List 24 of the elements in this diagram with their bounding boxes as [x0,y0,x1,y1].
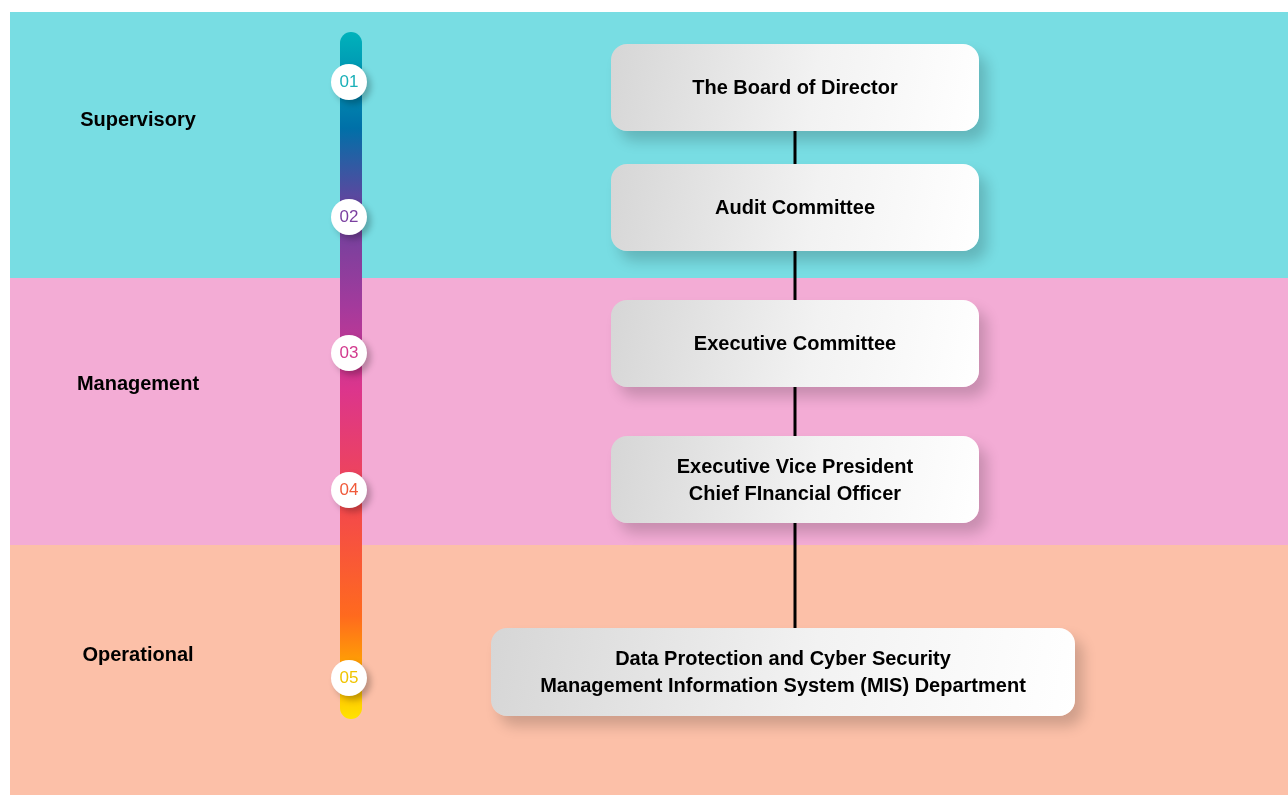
org-box: Audit Committee [611,164,979,251]
tier-band [10,12,1288,278]
org-box: Executive Committee [611,300,979,387]
tier-band [10,278,1288,545]
step-number: 05 [331,660,367,696]
box-text-line: Data Protection and Cyber Security [615,646,951,671]
tier-label: Operational [81,643,195,666]
step-number: 02 [331,199,367,235]
org-box [611,436,979,523]
box-text-line: Management Information System (MIS) Department [540,673,1026,698]
tier-label: Supervisory [79,108,197,131]
step-number: 03 [331,335,367,371]
connector-line [793,387,797,436]
connector-line [793,131,797,164]
box-text-line: Executive Vice President [676,453,914,479]
connector-line [793,523,797,628]
box-text-line: Chief FInancial Officer [688,480,902,506]
org-box: The Board of Director [611,44,979,131]
tier-label: Management [75,372,201,395]
step-number: 01 [331,64,367,100]
connector-line [793,251,797,300]
org-box [491,628,1075,716]
step-number: 04 [331,472,367,508]
tier-band [10,545,1288,795]
